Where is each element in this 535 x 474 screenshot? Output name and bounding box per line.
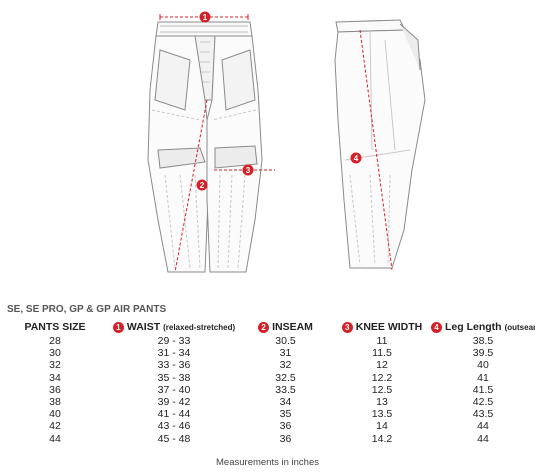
cell-pants-size: 32	[49, 359, 61, 372]
cell-inseam: 33.5	[275, 383, 296, 396]
cell-pants-size: 40	[49, 408, 61, 421]
cell-leg-length: 44	[477, 420, 489, 433]
cell-inseam: 34	[279, 396, 292, 409]
cell-leg-length: 41	[477, 371, 489, 384]
cell-inseam: 30.5	[275, 335, 296, 347]
table-row: 42 43 - 46 36 14 44	[0, 420, 535, 432]
cell-leg-length: 39.5	[472, 347, 494, 360]
table-row: 40 41 - 44 35 13.5 43.5	[0, 408, 535, 420]
cell-knee-width: 12.2	[371, 371, 393, 384]
measurement-units-note: Measurements in inches	[216, 457, 319, 468]
product-series-title: SE, SE PRO, GP & GP AIR PANTS	[7, 304, 167, 315]
cell-knee-width: 13.5	[371, 408, 393, 421]
marker-waist: 1	[199, 11, 211, 23]
cell-waist: 37 - 40	[157, 383, 191, 396]
cell-pants-size: 38	[49, 396, 61, 409]
number-badge: 2	[258, 321, 270, 333]
cell-leg-length: 44	[477, 432, 489, 445]
cell-inseam: 36	[279, 420, 292, 433]
header-label: KNEE WIDTH	[355, 321, 423, 334]
cell-waist: 39 - 42	[157, 396, 191, 409]
cell-waist: 41 - 44	[157, 408, 191, 421]
cell-inseam: 36	[279, 432, 292, 445]
cell-pants-size: 34	[49, 371, 61, 384]
cell-waist: 33 - 36	[157, 359, 191, 372]
cell-knee-width: 14	[376, 420, 388, 433]
header-label: PANTS SIZE	[24, 321, 86, 333]
header-label: WAIST	[126, 321, 161, 334]
table-row: 28 29 - 33 30.5 11 38.5	[0, 335, 535, 347]
cell-inseam: 35	[279, 408, 292, 421]
leg-measure-line	[359, 29, 393, 271]
cell-pants-size: 36	[49, 383, 61, 396]
header-sublabel: (outseam)	[504, 322, 535, 332]
cell-knee-width: 12	[376, 359, 388, 372]
cell-leg-length: 42.5	[472, 396, 494, 409]
cell-pants-size: 44	[49, 432, 61, 445]
table-row: 34 35 - 38 32.5 12.2 41	[0, 372, 535, 384]
cell-inseam: 32.5	[275, 371, 296, 384]
cell-pants-size: 30	[49, 347, 61, 360]
pants-side-view	[334, 19, 426, 269]
cell-leg-length: 40	[477, 359, 489, 372]
cell-knee-width: 13	[376, 396, 388, 409]
marker-inseam: 2	[196, 179, 208, 191]
cell-pants-size: 28	[49, 335, 61, 347]
header-label: Leg Length	[445, 321, 502, 334]
cell-leg-length: 41.5	[472, 383, 494, 396]
cell-knee-width: 12.5	[371, 383, 393, 396]
header-pants-size: PANTS SIZE	[0, 319, 110, 335]
cell-knee-width: 11	[376, 335, 388, 347]
header-sublabel: (relaxed-stretched)	[163, 322, 236, 332]
number-badge: 1	[112, 321, 124, 333]
svg-text:2: 2	[200, 181, 205, 190]
number-badge: 3	[341, 321, 353, 333]
table-row: 36 37 - 40 33.5 12.5 41.5	[0, 384, 535, 396]
cell-leg-length: 43.5	[472, 408, 494, 421]
table-row: 44 45 - 48 36 14.2 44	[0, 433, 535, 445]
cell-pants-size: 42	[49, 420, 61, 433]
pants-front-view	[147, 21, 263, 273]
pants-diagram: 1 2 3 4	[147, 11, 426, 273]
header-label: INSEAM	[272, 321, 313, 334]
inseam-measure-line	[174, 99, 208, 273]
cell-waist: 29 - 33	[157, 335, 191, 347]
svg-text:1: 1	[203, 13, 208, 22]
cell-inseam: 32	[279, 359, 292, 372]
svg-text:4: 4	[354, 154, 359, 163]
cell-knee-width: 11.5	[372, 347, 392, 360]
marker-knee: 3	[242, 164, 254, 176]
table-row: 30 31 - 34 31 11.5 39.5	[0, 347, 535, 359]
svg-text:3: 3	[246, 166, 251, 175]
cell-waist: 31 - 34	[157, 347, 191, 360]
cell-knee-width: 14.2	[371, 432, 393, 445]
table-row: 38 39 - 42 34 13 42.5	[0, 396, 535, 408]
cell-waist: 45 - 48	[157, 432, 191, 445]
cell-waist: 35 - 38	[157, 371, 191, 384]
cell-waist: 43 - 46	[157, 420, 191, 433]
number-badge: 4	[431, 321, 442, 333]
marker-leg: 4	[350, 152, 362, 164]
table-row: 32 33 - 36 32 12 40	[0, 359, 535, 371]
cell-leg-length: 38.5	[472, 335, 494, 347]
cell-inseam: 31	[279, 347, 292, 360]
